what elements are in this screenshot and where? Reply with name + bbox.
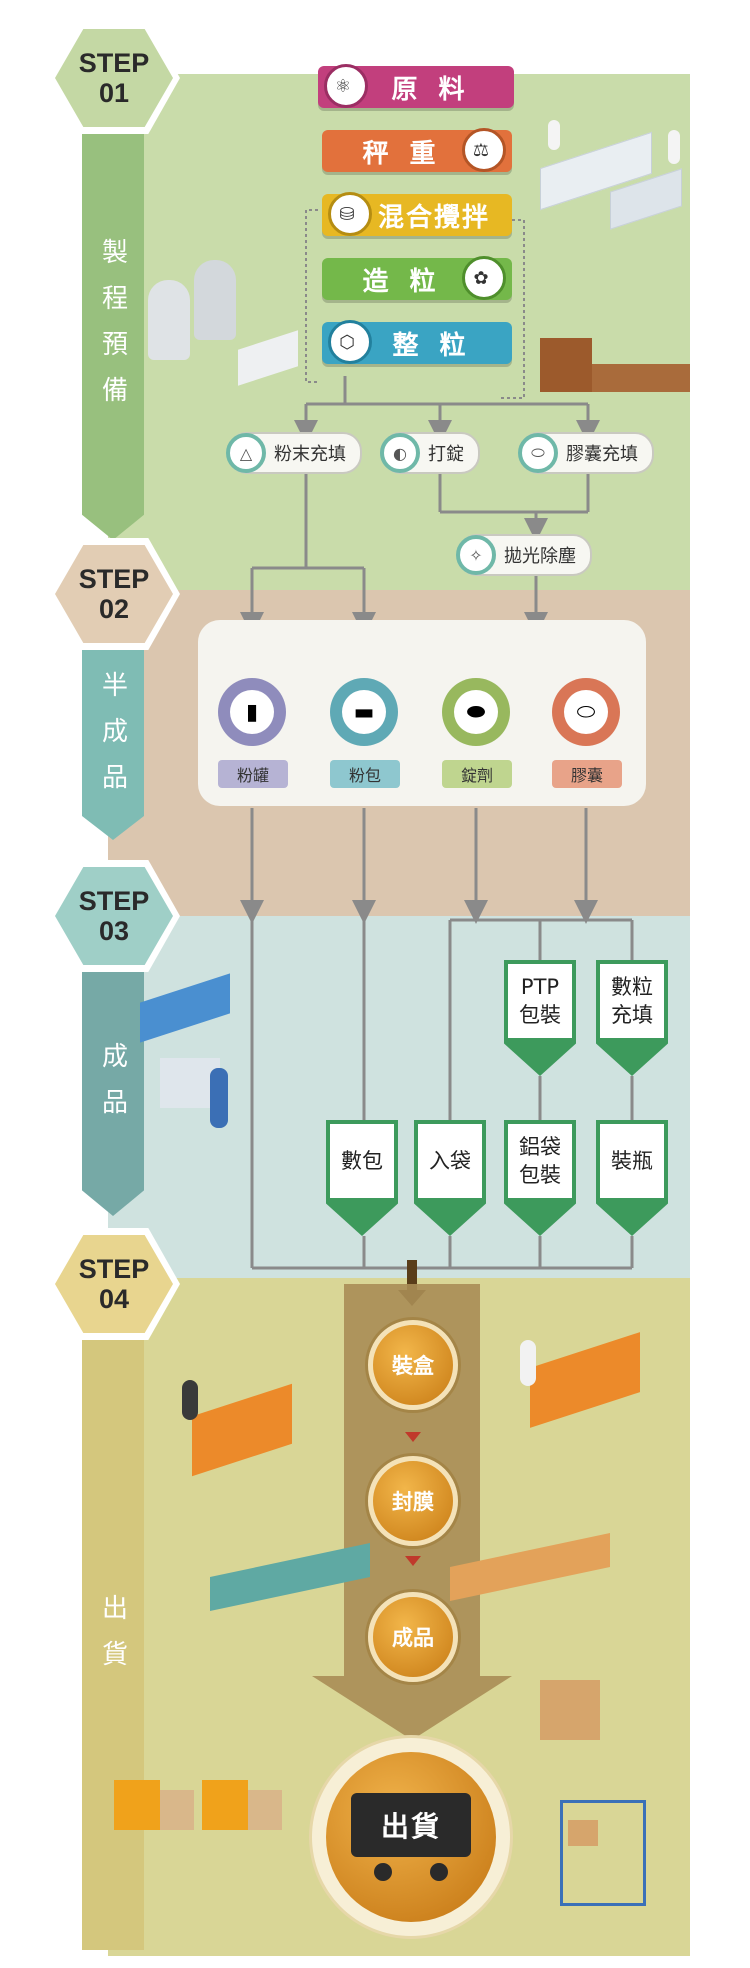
ship-out-label: 出貨 bbox=[380, 1810, 441, 1843]
option-label: 膠囊充填 bbox=[566, 444, 638, 465]
packaging-line: 數粒 bbox=[611, 975, 653, 999]
step-04-band: 出貨 bbox=[82, 1330, 144, 1950]
capsule-icon: ⬭ bbox=[564, 690, 608, 734]
shipping-step-label: 成品 bbox=[392, 1626, 434, 1650]
option-tableting: ◐ 打錠 bbox=[380, 432, 480, 474]
mixer-icon: ⛁ bbox=[328, 192, 372, 236]
step-03-hexagon: STEP 03 bbox=[48, 860, 180, 972]
semi-product-capsule: ⬭ bbox=[552, 678, 620, 746]
powder-icon: △ bbox=[226, 433, 266, 473]
packaging-line: 鋁袋 bbox=[519, 1135, 561, 1159]
prep-step-sizing: ⬡ 整 粒 bbox=[322, 320, 512, 364]
shipping-step-boxing: 裝盒 bbox=[368, 1320, 458, 1410]
step-04-tag: STEP bbox=[78, 1254, 150, 1284]
shipping-step-label: 裝盒 bbox=[392, 1354, 434, 1378]
hex-nut-icon: ⬡ bbox=[328, 320, 372, 364]
step-02-tag: STEP bbox=[78, 564, 150, 594]
can-icon: ▮ bbox=[230, 690, 274, 734]
option-capsule-filling: ⬭ 膠囊充填 bbox=[518, 432, 654, 474]
packaging-bottling: 裝瓶 bbox=[596, 1120, 668, 1236]
step-03-title: 成品 bbox=[97, 1042, 128, 1134]
production-line-illustration bbox=[210, 1500, 610, 1630]
forklift-illustration bbox=[114, 1770, 284, 1860]
packing-machine-illustration-right bbox=[520, 1320, 650, 1430]
prep-step-label: 造 粒 bbox=[362, 266, 442, 297]
warehouse-boxes-illustration bbox=[540, 1680, 680, 1920]
tablet-icon: ◐ bbox=[380, 433, 420, 473]
conveyor-operator-illustration bbox=[140, 968, 250, 1158]
step-02-hexagon: STEP 02 bbox=[48, 538, 180, 650]
prep-step-label: 混合攪拌 bbox=[377, 202, 490, 233]
step-04-title: 出貨 bbox=[97, 1594, 128, 1686]
semi-product-label-sachet: 粉包 bbox=[330, 760, 400, 788]
step-01-tag: STEP bbox=[78, 48, 150, 78]
semi-product-label-tablet: 錠劑 bbox=[442, 760, 512, 788]
option-powder-filling: △ 粉末充填 bbox=[226, 432, 362, 474]
packing-machine-illustration-left bbox=[182, 1370, 302, 1480]
factory-building-illustration bbox=[540, 338, 690, 394]
step-01-hexagon: STEP 01 bbox=[48, 22, 180, 134]
tablet-icon: ⬬ bbox=[454, 690, 498, 734]
semi-product-tablet: ⬬ bbox=[442, 678, 510, 746]
step-02-title: 半成品 bbox=[97, 671, 128, 809]
step-04-number: 04 bbox=[98, 1284, 130, 1314]
packaging-line: 數包 bbox=[341, 1149, 383, 1173]
shipping-step-label: 封膜 bbox=[392, 1490, 434, 1514]
semi-product-powder-sachet: ▬ bbox=[330, 678, 398, 746]
option-label: 粉末充填 bbox=[274, 444, 346, 465]
step-01-band: 製程預備 bbox=[82, 120, 144, 540]
packaging-line: 包裝 bbox=[519, 1003, 561, 1027]
option-label: 打錠 bbox=[428, 444, 464, 465]
capsule-icon: ⬭ bbox=[518, 433, 558, 473]
step-04-hexagon: STEP 04 bbox=[48, 1228, 180, 1340]
semi-product-label-capsule: 膠囊 bbox=[552, 760, 622, 788]
prep-step-granulation: ✿ 造 粒 bbox=[322, 256, 512, 300]
step-01-number: 01 bbox=[98, 78, 130, 108]
step-01-title: 製程預備 bbox=[97, 238, 128, 422]
step-02-number: 02 bbox=[98, 594, 130, 624]
packaging-line: 包裝 bbox=[519, 1163, 561, 1187]
shipping-step-finished: 成品 bbox=[368, 1592, 458, 1682]
prep-step-weighing: ⚖ 秤 重 bbox=[322, 128, 512, 172]
option-label: 拋光除塵 bbox=[504, 546, 576, 567]
packaging-line: 裝瓶 bbox=[611, 1149, 653, 1173]
shipping-step-film-seal: 封膜 bbox=[368, 1456, 458, 1546]
semi-product-label-can: 粉罐 bbox=[218, 760, 288, 788]
prep-step-raw-material: ⚛ 原 料 bbox=[318, 64, 514, 108]
lab-scene-illustration bbox=[530, 110, 690, 230]
step-03-number: 03 bbox=[98, 916, 130, 946]
step-03-band: 成品 bbox=[82, 960, 144, 1216]
atom-icon: ⚛ bbox=[324, 64, 368, 108]
option-polish-dedust: ✧ 拋光除塵 bbox=[456, 534, 592, 576]
step-03-tag: STEP bbox=[78, 886, 150, 916]
mixing-tank-illustration bbox=[148, 250, 298, 410]
prep-step-label: 秤 重 bbox=[362, 138, 442, 169]
packaging-line: PTP bbox=[520, 975, 560, 999]
scale-icon: ⚖ bbox=[462, 128, 506, 172]
polish-icon: ✧ bbox=[456, 535, 496, 575]
prep-step-label: 原 料 bbox=[391, 74, 471, 105]
truck-icon bbox=[374, 1863, 448, 1881]
ship-out-badge: 出貨 bbox=[312, 1738, 510, 1936]
granule-icon: ✿ bbox=[462, 256, 506, 300]
semi-product-powder-can: ▮ bbox=[218, 678, 286, 746]
prep-step-label: 整 粒 bbox=[392, 330, 472, 361]
packaging-line: 入袋 bbox=[429, 1149, 471, 1173]
sachet-icon: ▬ bbox=[342, 690, 386, 734]
prep-step-mixing: ⛁ 混合攪拌 bbox=[322, 192, 512, 236]
step-02-band: 半成品 bbox=[82, 640, 144, 840]
packaging-line: 充填 bbox=[611, 1003, 653, 1027]
